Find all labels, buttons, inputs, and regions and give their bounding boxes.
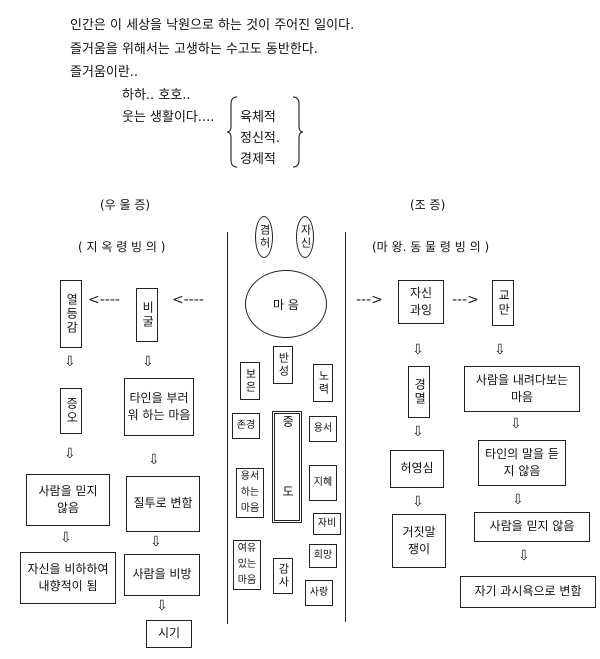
intro-line: 웃는 생활이다.... xyxy=(122,110,215,125)
arrow-down: ⇩ xyxy=(64,446,76,462)
box-distrust-right: 사람을 믿지 않음 xyxy=(474,512,590,542)
arrow-down: ⇩ xyxy=(512,492,524,508)
arrow-down: ⇩ xyxy=(412,494,424,510)
arrow-down: ⇩ xyxy=(142,354,154,370)
box-vanity: 허영심 xyxy=(390,450,444,488)
center-right-line xyxy=(345,232,347,622)
right-title: (조 증) xyxy=(410,198,446,212)
box-liar: 거짓말 쟁이 xyxy=(392,514,446,568)
oval-humility: 겸허 xyxy=(255,216,273,258)
box-compassion: 자비 xyxy=(313,513,341,535)
box-effort: 노력 xyxy=(313,364,333,402)
box-looking-down: 사람을 내려다보는 마음 xyxy=(464,366,580,412)
box-middle-way: 중 도 xyxy=(272,411,302,523)
center-left-line xyxy=(227,232,229,624)
box-love: 사랑 xyxy=(305,580,333,606)
box-thanks: 감사 xyxy=(273,558,293,594)
box-hope: 희망 xyxy=(309,544,337,568)
intro-line: 즐거움을 위해서는 고생하는 수고도 동반한다. xyxy=(70,42,318,57)
brace-item: 정신적. xyxy=(240,131,281,146)
arrow-right: ---> xyxy=(356,292,383,308)
right-brace xyxy=(292,96,304,168)
right-subtitle: (마 왕. 동 물 령 빙 의 ) xyxy=(372,240,490,254)
box-arrogance: 교만 xyxy=(492,280,514,326)
box-inferiority: 열등감 xyxy=(60,280,82,348)
intro-line: 하하.. 호호.. xyxy=(122,88,191,103)
box-not-listening: 타인의 말을 듣지 않음 xyxy=(478,440,566,486)
box-servility: 비굴 xyxy=(136,288,158,342)
box-hatred: 증오 xyxy=(60,388,82,434)
arrow-down: ⇩ xyxy=(494,342,506,358)
arrow-left: <---- xyxy=(172,292,204,308)
brace-item: 경제적 xyxy=(240,152,276,167)
arrow-down: ⇩ xyxy=(518,548,530,564)
oval-confidence: 자신 xyxy=(296,216,314,258)
box-respect: 존경 xyxy=(232,413,260,439)
box-resentment: 시기 xyxy=(146,620,192,648)
box-wisdom: 지혜 xyxy=(309,465,337,501)
heart-oval: 마 음 xyxy=(245,270,327,338)
brace-item: 육체적 xyxy=(240,110,276,125)
box-slander: 사람을 비방 xyxy=(124,554,200,596)
box-showing-off: 자기 과시욕으로 변함 xyxy=(460,576,596,608)
arrow-down: ⇩ xyxy=(412,342,424,358)
arrow-down: ⇩ xyxy=(510,416,522,432)
intro-line: 인간은 이 세상을 낙원으로 하는 것이 주어진 일이다. xyxy=(70,18,355,33)
arrow-down: ⇩ xyxy=(150,534,162,550)
box-overconfidence: 자신 과잉 xyxy=(398,280,444,324)
box-jealousy: 질투로 변함 xyxy=(126,476,200,532)
box-self-deprecation: 자신을 비하하여 내향적이 됨 xyxy=(20,552,116,604)
box-envy: 타인을 부러워 하는 마음 xyxy=(124,378,194,436)
box-gratitude-repay: 보은 xyxy=(240,362,260,400)
arrow-left: <---- xyxy=(88,292,120,308)
arrow-down: ⇩ xyxy=(64,354,76,370)
box-distrust: 사람을 믿지 않음 xyxy=(26,474,110,526)
intro-line: 즐거움이란.. xyxy=(70,65,139,80)
arrow-down: ⇩ xyxy=(60,530,72,546)
box-contempt: 경멸 xyxy=(408,366,430,418)
arrow-right: ---> xyxy=(452,292,479,308)
left-brace xyxy=(226,96,238,168)
arrow-down: ⇩ xyxy=(412,424,424,440)
box-forgiveness: 용서 xyxy=(309,416,337,442)
arrow-down: ⇩ xyxy=(148,452,160,468)
box-forgiving-heart: 용서 하는 마음 xyxy=(236,468,264,518)
arrow-down: ⇩ xyxy=(156,598,168,614)
box-relaxed-heart: 여유 있는 마음 xyxy=(233,540,261,590)
left-subtitle: ( 지 옥 령 빙 의 ) xyxy=(78,240,166,254)
middle-way-label: 중 도 xyxy=(280,415,295,519)
left-title: (우 울 증) xyxy=(100,198,151,212)
box-reflection: 반성 xyxy=(273,346,293,384)
